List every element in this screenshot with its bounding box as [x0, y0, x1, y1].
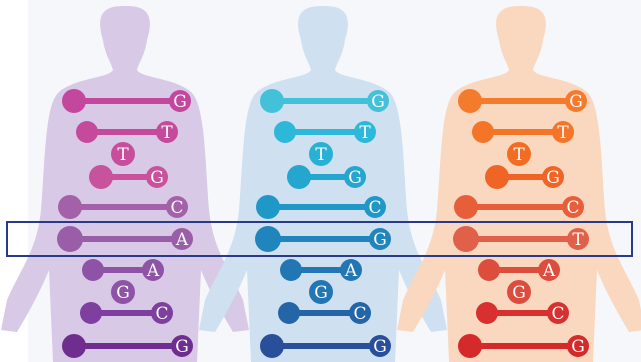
backbone-ball	[472, 121, 494, 143]
base-letter: T	[161, 123, 173, 143]
backbone-ball	[80, 302, 102, 324]
extra-base-letter: T	[315, 145, 327, 165]
base-letter: G	[569, 92, 583, 112]
backbone-ball	[260, 89, 284, 113]
base-letter: C	[353, 304, 366, 324]
backbone-ball	[478, 259, 500, 281]
base-letter: G	[175, 337, 189, 357]
backbone-ball	[82, 259, 104, 281]
backbone-ball	[256, 195, 280, 219]
backbone-ball	[280, 259, 302, 281]
base-letter: C	[551, 304, 564, 324]
base-letter: T	[359, 123, 371, 143]
base-letter: C	[155, 304, 168, 324]
base-letter: G	[571, 337, 585, 357]
base-letter: G	[373, 230, 387, 250]
backbone-ball	[76, 121, 98, 143]
base-letter: G	[348, 168, 362, 188]
base-letter: A	[146, 261, 160, 281]
backbone-ball	[454, 195, 478, 219]
base-letter: C	[368, 198, 381, 218]
base-letter: C	[170, 198, 183, 218]
backbone-ball	[57, 226, 83, 252]
base-letter: G	[546, 168, 560, 188]
backbone-ball	[476, 302, 498, 324]
extra-base: T	[309, 142, 333, 166]
extra-base-letter: T	[513, 145, 525, 165]
base-letter: G	[150, 168, 164, 188]
backbone-ball	[274, 121, 296, 143]
base-letter: T	[557, 123, 569, 143]
extra-base: T	[507, 142, 531, 166]
base-letter: T	[572, 230, 584, 250]
backbone-ball	[458, 89, 482, 113]
backbone-ball	[260, 334, 284, 358]
backbone-ball	[58, 195, 82, 219]
base-letter: A	[344, 261, 358, 281]
backbone-ball	[89, 165, 113, 189]
extra-base: T	[111, 142, 135, 166]
base-letter: G	[371, 92, 385, 112]
base-letter: A	[175, 230, 189, 250]
base-letter: G	[373, 337, 387, 357]
base-letter: G	[173, 92, 187, 112]
base-letter: A	[542, 261, 556, 281]
backbone-ball	[287, 165, 311, 189]
extra-base-letter: G	[512, 283, 526, 303]
extra-base-letter: G	[116, 283, 130, 303]
backbone-ball	[453, 226, 479, 252]
extra-base-letter: G	[314, 283, 328, 303]
extra-base: G	[507, 280, 531, 304]
backbone-ball	[278, 302, 300, 324]
extra-base: G	[111, 280, 135, 304]
extra-base: G	[309, 280, 333, 304]
base-letter: C	[566, 198, 579, 218]
backbone-ball	[458, 334, 482, 358]
backbone-ball	[255, 226, 281, 252]
extra-base-letter: T	[117, 145, 129, 165]
backbone-ball	[62, 334, 86, 358]
backbone-ball	[62, 89, 86, 113]
backbone-ball	[485, 165, 509, 189]
